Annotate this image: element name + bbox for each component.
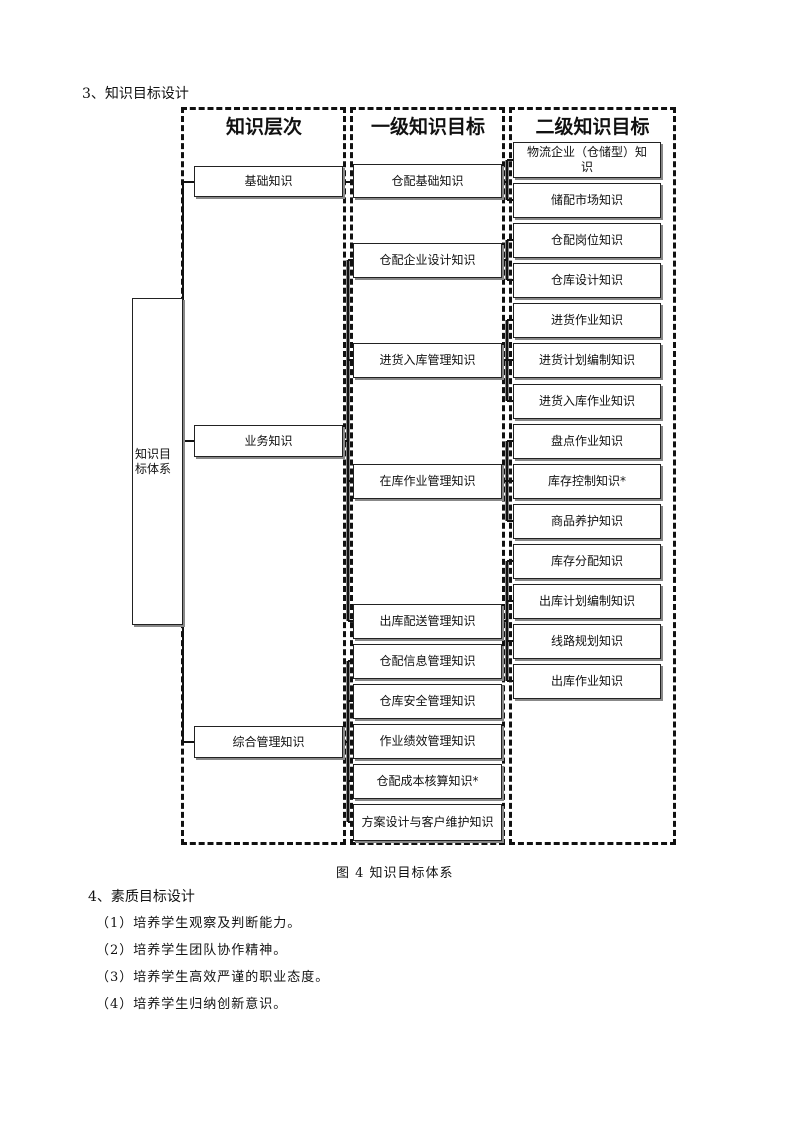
section-title-quality: 4、素质目标设计 <box>88 889 195 905</box>
level-node-label: 综合管理知识 <box>232 734 305 749</box>
column-header-first: 一级知识目标 <box>370 116 485 138</box>
first-node-label: 仓配企业设计知识 <box>379 253 476 267</box>
second-node-label: 储配市场知识 <box>550 193 623 207</box>
quality-goal-item: （1）培养学生观察及判断能力。 <box>96 916 302 931</box>
second-node-2: 储配市场知识 <box>513 183 661 218</box>
level-node-business: 业务知识 <box>194 425 343 457</box>
second-node-14: 出库作业知识 <box>513 664 661 699</box>
figure-caption: 图 4 知识目标体系 <box>336 866 454 881</box>
second-node-label: 进货入库作业知识 <box>538 394 635 408</box>
second-node-12: 出库计划编制知识 <box>513 584 661 619</box>
second-node-9: 库存控制知识* <box>513 464 661 499</box>
first-node-2: 仓配企业设计知识 <box>353 243 502 278</box>
first-node-9: 仓配成本核算知识* <box>353 764 502 799</box>
second-node-4: 仓库设计知识 <box>513 263 661 298</box>
connector-lines <box>182 159 513 823</box>
second-node-10: 商品养护知识 <box>513 504 661 539</box>
first-node-label: 作业绩效管理知识 <box>379 734 476 748</box>
second-node-5: 进货作业知识 <box>513 303 661 338</box>
root-node-label: 知识目标体系 <box>135 446 172 476</box>
second-node-label: 盘点作业知识 <box>550 434 623 448</box>
second-node-6: 进货计划编制知识 <box>513 343 661 378</box>
second-node-13: 线路规划知识 <box>513 624 661 659</box>
first-node-1: 仓配基础知识 <box>353 164 502 198</box>
first-node-8: 作业绩效管理知识 <box>353 724 502 759</box>
level-node-label: 业务知识 <box>244 433 293 448</box>
second-node-8: 盘点作业知识 <box>513 424 661 459</box>
first-node-4: 在库作业管理知识 <box>353 464 502 499</box>
first-node-label: 仓配基础知识 <box>391 173 464 188</box>
knowledge-diagram: 知识层次 一级知识目标 二级知识目标 <box>132 107 676 845</box>
level-node-basic: 基础知识 <box>194 166 343 197</box>
second-node-7: 进货入库作业知识 <box>513 384 661 419</box>
second-node-label: 进货计划编制知识 <box>538 353 635 367</box>
second-node-label: 商品养护知识 <box>550 514 623 528</box>
second-node-label: 出库计划编制知识 <box>538 594 635 608</box>
second-node-1: 物流企业（仓储型）知识 <box>513 142 661 178</box>
second-node-label: 仓库设计知识 <box>550 273 623 287</box>
second-node-label: 进货作业知识 <box>550 313 623 327</box>
root-node: 知识目标体系 <box>132 298 183 625</box>
first-node-label: 仓配成本核算知识* <box>376 774 479 788</box>
first-node-3: 进货入库管理知识 <box>353 343 502 378</box>
quality-goal-item: （2）培养学生团队协作精神。 <box>96 943 288 958</box>
second-node-label: 库存控制知识* <box>547 474 626 488</box>
section-title-knowledge: 3、知识目标设计 <box>82 86 189 102</box>
first-node-5: 出库配送管理知识 <box>353 604 502 639</box>
first-node-label: 在库作业管理知识 <box>379 474 476 488</box>
first-node-label: 方案设计与客户维护知识 <box>361 815 494 829</box>
column-frame-first <box>350 107 505 845</box>
first-node-label: 出库配送管理知识 <box>379 614 476 628</box>
second-node-label: 仓配岗位知识 <box>550 233 623 247</box>
quality-goal-item: （4）培养学生归纳创新意识。 <box>96 997 288 1012</box>
second-node-label: 线路规划知识 <box>550 634 623 648</box>
first-node-6: 仓配信息管理知识 <box>353 644 502 679</box>
second-node-label: 出库作业知识 <box>550 674 623 688</box>
first-node-10: 方案设计与客户维护知识 <box>353 804 502 841</box>
second-node-11: 库存分配知识 <box>513 544 661 579</box>
second-node-label: 库存分配知识 <box>550 554 623 568</box>
second-node-3: 仓配岗位知识 <box>513 223 661 258</box>
quality-goal-item: （3）培养学生高效严谨的职业态度。 <box>96 970 330 985</box>
first-node-label: 仓配信息管理知识 <box>379 654 476 668</box>
column-header-levels: 知识层次 <box>225 116 302 138</box>
first-node-label: 仓库安全管理知识 <box>379 694 476 708</box>
column-header-second: 二级知识目标 <box>535 116 650 138</box>
first-node-label: 进货入库管理知识 <box>379 353 476 367</box>
level-node-management: 综合管理知识 <box>194 726 343 758</box>
second-node-label: 物流企业（仓储型）知识 <box>526 145 647 174</box>
level-node-label: 基础知识 <box>244 174 293 188</box>
column-frame-second <box>509 107 676 845</box>
first-node-7: 仓库安全管理知识 <box>353 684 502 719</box>
